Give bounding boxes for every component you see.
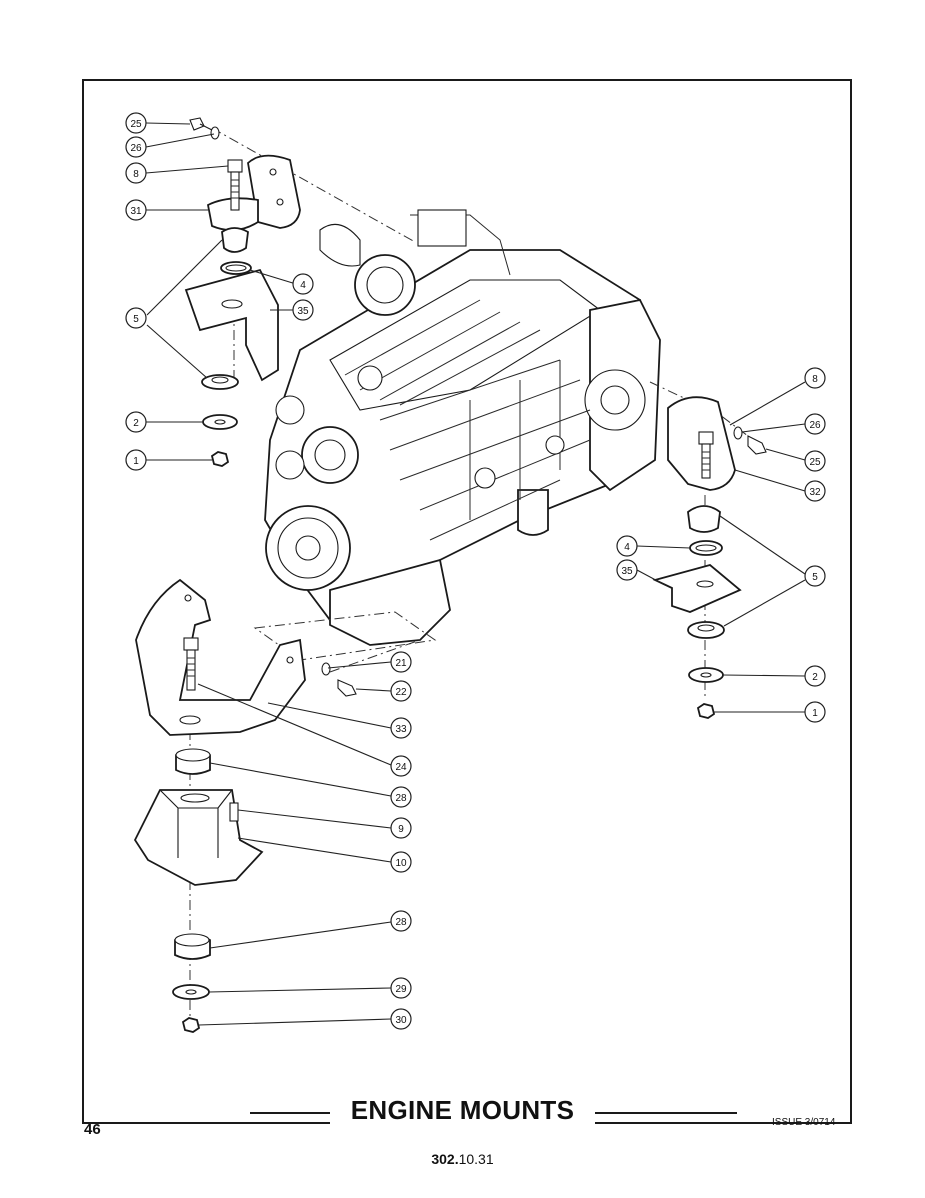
callout-21: 21 [390,651,412,673]
engine-illustration [264,209,661,646]
callout-29: 29 [390,977,412,999]
svg-text:33: 33 [395,724,407,735]
callout-30: 30 [390,1008,412,1030]
svg-text:25: 25 [130,119,142,130]
callout-5-left: 5 [125,307,147,329]
svg-text:28: 28 [395,917,407,928]
callout-2-right: 2 [804,665,826,687]
svg-text:35: 35 [621,566,633,577]
right-rear-mount-parts [652,396,767,719]
svg-text:31: 31 [130,206,142,217]
svg-text:29: 29 [395,984,407,995]
left-front-mount-parts [184,117,301,467]
document-code-subsection: 10.31 [458,1151,494,1167]
callout-10: 10 [390,851,412,873]
svg-text:1: 1 [133,456,139,467]
svg-text:22: 22 [395,687,407,698]
callout-25-right: 25 [804,450,826,472]
svg-text:28: 28 [395,793,407,804]
svg-text:10: 10 [395,858,407,869]
page-number: 46 [84,1121,101,1138]
callout-2-left: 2 [125,411,147,433]
svg-text:1: 1 [812,708,818,719]
callout-31: 31 [125,199,147,221]
page-title: ENGINE MOUNTS [330,1095,595,1126]
svg-text:8: 8 [133,169,139,180]
callout-22: 22 [390,680,412,702]
callout-4-right: 4 [616,535,638,557]
svg-text:2: 2 [812,672,818,683]
svg-text:8: 8 [812,374,818,385]
title-rule-right [587,1112,737,1114]
callout-35-left: 35 [292,299,314,321]
callout-24: 24 [390,755,412,777]
svg-text:2: 2 [133,418,139,429]
callout-5-right: 5 [804,565,826,587]
callout-9: 9 [390,817,412,839]
title-rule-left [250,1112,338,1114]
svg-text:30: 30 [395,1015,407,1026]
svg-text:24: 24 [395,762,407,773]
callout-1-left: 1 [125,449,147,471]
svg-text:9: 9 [398,824,404,835]
document-code-section: 302. [431,1151,459,1167]
callout-28-bottom: 28 [390,910,412,932]
callout-25-top: 25 [125,112,147,134]
callout-35-right: 35 [616,559,638,581]
callout-28-top: 28 [390,786,412,808]
callout-4-left: 4 [292,273,314,295]
leader-lines [145,122,806,1026]
svg-text:35: 35 [297,306,309,317]
front-lower-mount-parts [133,578,357,1033]
callout-8-right: 8 [804,367,826,389]
callout-8-left: 8 [125,162,147,184]
document-code: 302.10.31 [0,1151,925,1167]
svg-text:21: 21 [395,658,407,669]
svg-text:26: 26 [130,143,142,154]
svg-text:25: 25 [809,457,821,468]
issue-label: ISSUE 3/0714 [772,1117,836,1128]
svg-text:32: 32 [809,487,821,498]
callout-1-right: 1 [804,701,826,723]
svg-text:4: 4 [624,542,630,553]
callout-32: 32 [804,480,826,502]
callout-26-right: 26 [804,413,826,435]
svg-text:4: 4 [300,280,306,291]
svg-text:5: 5 [812,572,818,583]
svg-text:5: 5 [133,314,139,325]
callout-33: 33 [390,717,412,739]
svg-text:26: 26 [809,420,821,431]
callout-26-top: 26 [125,136,147,158]
